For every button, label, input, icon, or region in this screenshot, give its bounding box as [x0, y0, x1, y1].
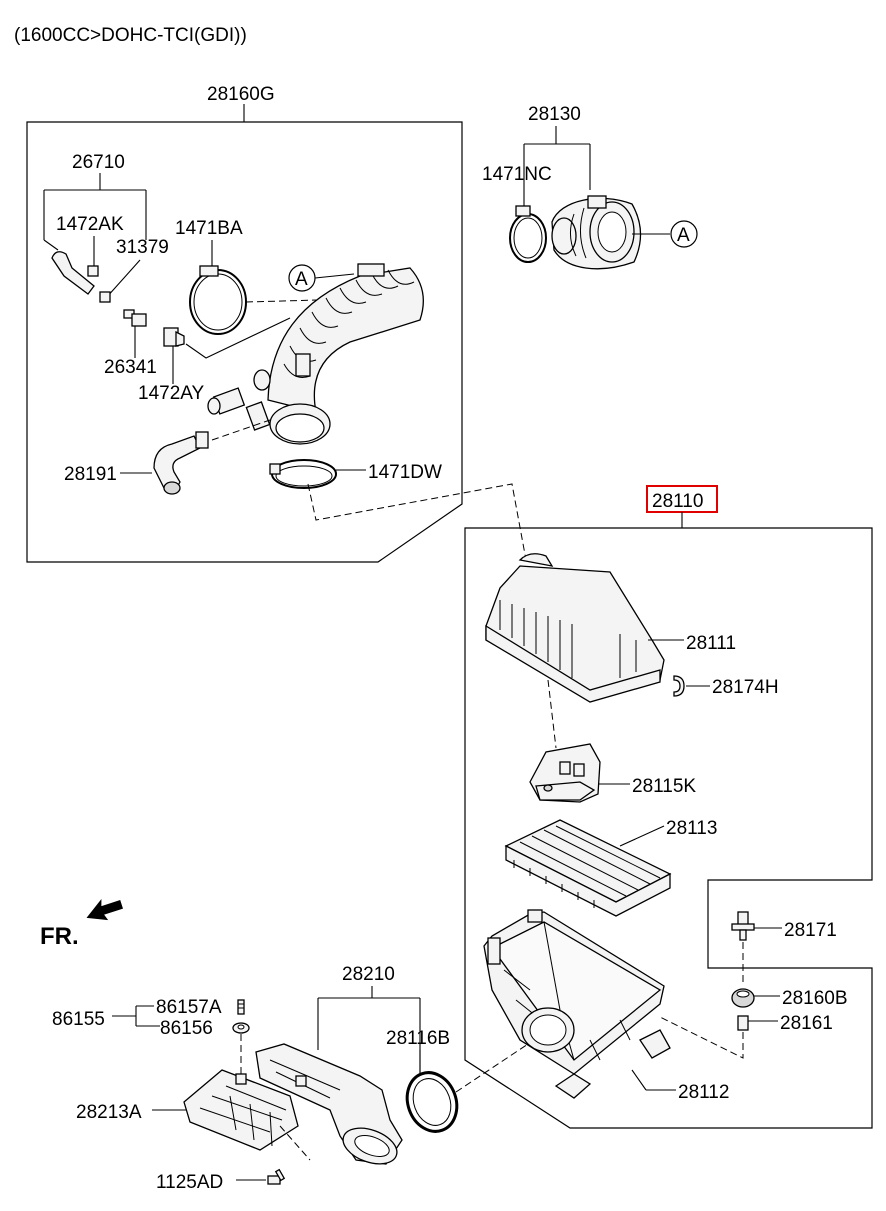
engine-spec-header: (1600CC>DOHC-TCI(GDI)) [14, 25, 247, 46]
group-frame-28160G [26, 121, 463, 563]
callout-1125AD[interactable]: 1125AD [156, 1172, 223, 1193]
front-label: FR. [40, 923, 79, 950]
svg-text:A: A [295, 269, 308, 290]
callout-1471BA[interactable]: 1471BA [175, 218, 243, 239]
leader-28112-a [631, 1069, 647, 1091]
dash-cover-to-element [547, 679, 557, 749]
callout-28112[interactable]: 28112 [678, 1082, 729, 1103]
callout-26341[interactable]: 26341 [104, 357, 157, 378]
callout-28160G[interactable]: 28160G [207, 84, 275, 105]
dash-clamp-to-cleaner [307, 483, 527, 561]
air-intake-duct-28210 [255, 1043, 403, 1165]
callout-1471DW[interactable]: 1471DW [368, 462, 442, 483]
dash-guide-bolt [279, 1125, 311, 1161]
callout-26710[interactable]: 26710 [72, 152, 125, 173]
air-cleaner-body-28112 [483, 909, 671, 1099]
grommet-28160B [731, 988, 755, 1008]
group-frame-28110 [464, 527, 873, 1129]
leader-28113 [619, 825, 665, 847]
callout-28210[interactable]: 28210 [342, 964, 395, 985]
callout-28113[interactable]: 28113 [666, 818, 717, 839]
dash-seal-to-body [455, 1043, 529, 1093]
callout-28161[interactable]: 28161 [780, 1013, 833, 1034]
pcv-fitting [207, 369, 271, 431]
vacuum-hose-26710 [51, 251, 111, 303]
leader-26710 [43, 173, 147, 251]
bolt-28171 [731, 911, 755, 941]
leader-86155 [112, 1005, 160, 1027]
callout-28110[interactable]: 28110 [652, 491, 703, 512]
reference-marker-a2: A [632, 220, 698, 248]
callout-28191[interactable]: 28191 [64, 464, 117, 485]
hose-clamp-1471BA [189, 265, 247, 335]
bolt-1125AD [267, 1168, 286, 1185]
callout-28111[interactable]: 28111 [686, 633, 736, 654]
callout-86155[interactable]: 86155 [52, 1009, 105, 1030]
screw-86157A [237, 999, 245, 1015]
dash-pin-to-body [657, 1015, 744, 1059]
callout-28171[interactable]: 28171 [784, 920, 837, 941]
callout-28213A[interactable]: 28213A [76, 1102, 142, 1123]
resonator-duct-28130 [551, 195, 642, 270]
reference-marker-a1: A [288, 264, 355, 292]
clip-28174H [673, 675, 685, 697]
air-guide-28213A [183, 1069, 299, 1151]
callout-28116B[interactable]: 28116B [386, 1028, 450, 1049]
svg-text:A: A [677, 225, 690, 246]
callout-28174H[interactable]: 28174H [712, 677, 779, 698]
callout-86156[interactable]: 86156 [160, 1018, 213, 1039]
callout-1472AK[interactable]: 1472AK [56, 214, 124, 235]
callout-86157A[interactable]: 86157A [156, 997, 222, 1018]
pin-28161 [737, 1015, 749, 1031]
clip-nut-86156 [232, 1022, 250, 1034]
seal-ring-28116B [405, 1071, 459, 1133]
callout-28160B[interactable]: 28160B [782, 988, 848, 1009]
callout-28115K[interactable]: 28115K [632, 776, 696, 797]
hose-clamp-1471DW [269, 459, 337, 489]
front-direction-arrow-icon [86, 899, 123, 921]
air-filter-element-28113 [504, 819, 672, 917]
clip-1472AY [163, 327, 185, 347]
sensor-26341 [123, 309, 147, 327]
leader-31379 [105, 259, 141, 299]
callout-1471NC[interactable]: 1471NC [482, 164, 552, 185]
callout-31379[interactable]: 31379 [116, 237, 169, 258]
clamp-1471NC [509, 205, 547, 263]
air-intake-hose-28160G [267, 263, 424, 445]
breather-hose-28191 [153, 431, 209, 495]
dash-clamp-to-hose [245, 299, 319, 303]
callout-1472AY[interactable]: 1472AY [138, 383, 205, 404]
leader-28130 [523, 126, 591, 210]
callout-28130[interactable]: 28130 [528, 104, 581, 125]
intake-seal-28115K [529, 743, 601, 803]
front-direction-indicator: FR. [40, 899, 123, 950]
leader-1472AY-to-hose [185, 317, 291, 359]
air-cleaner-cover-28111 [485, 553, 665, 703]
